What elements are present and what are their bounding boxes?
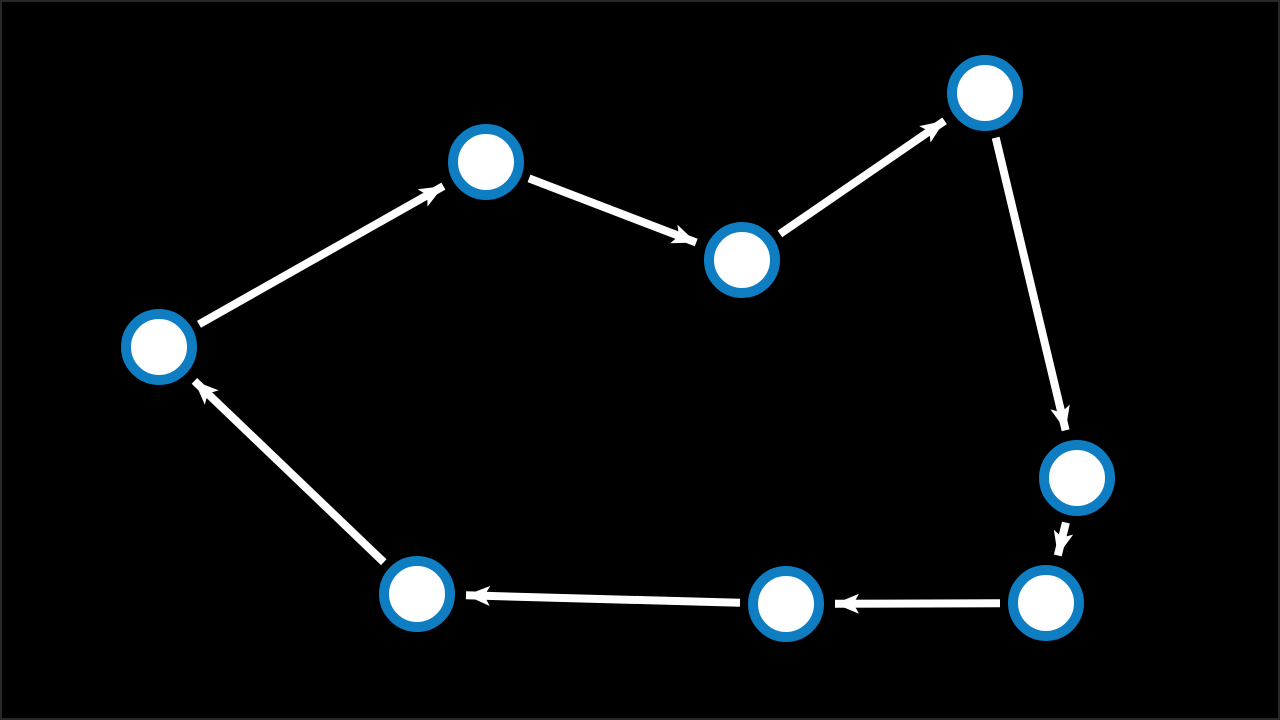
graph-edge-arrow-node-bottom-middle-to-node-bottom-left bbox=[465, 585, 741, 607]
graph-edge-arrow-node-middle-to-node-top-right bbox=[777, 117, 947, 238]
graph-node-bottom-middle[interactable] bbox=[748, 566, 824, 642]
graph-node-middle[interactable] bbox=[704, 222, 780, 298]
graph-edge-arrow-node-top-right-to-node-right bbox=[991, 136, 1070, 432]
graph-node-bottom-left[interactable] bbox=[379, 556, 455, 632]
graph-node-bottom-right[interactable] bbox=[1008, 565, 1084, 641]
graph-node-right[interactable] bbox=[1039, 440, 1115, 516]
graph-node-left[interactable] bbox=[121, 309, 197, 385]
graph-edge-arrow-node-right-to-node-bottom-right bbox=[1053, 521, 1074, 557]
edges-layer bbox=[191, 117, 1074, 614]
graph-edge-arrow-node-left-to-node-upper-left bbox=[197, 182, 446, 328]
graph-edge-arrow-node-bottom-right-to-node-bottom-middle bbox=[834, 593, 1001, 614]
graph-node-top-right[interactable] bbox=[947, 55, 1023, 131]
graph-edge-arrow-node-upper-left-to-node-middle bbox=[527, 174, 698, 247]
graph-node-upper-left[interactable] bbox=[448, 124, 524, 200]
nodes-layer bbox=[121, 55, 1115, 642]
graph-edge-arrow-node-bottom-left-to-node-left bbox=[191, 378, 387, 566]
